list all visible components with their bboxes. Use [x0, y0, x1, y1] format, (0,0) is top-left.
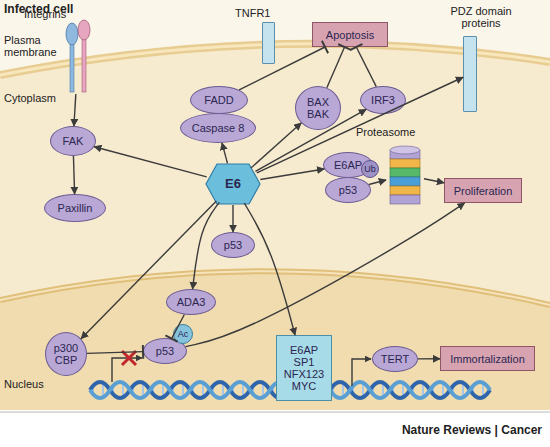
protein-oval: FAK	[50, 126, 96, 156]
node-heading: Proteasome	[356, 126, 428, 138]
membrane-receptor: TNFR1	[262, 22, 275, 64]
region-label: Cytoplasm	[4, 92, 56, 104]
footer-rule	[0, 412, 550, 413]
node-label: E6AP	[290, 344, 318, 356]
activation-arrow	[424, 179, 444, 183]
node-label: FAK	[63, 135, 84, 147]
oncoprotein-hexagon: E6	[205, 163, 261, 205]
integrin-receptor: Integrins	[62, 22, 94, 94]
integrin-head	[66, 23, 78, 45]
protein-oval: ADA3	[166, 289, 216, 315]
activation-arrow	[251, 123, 301, 168]
protein-oval: BAX BAK	[295, 86, 341, 130]
node-label: FADD	[204, 94, 233, 106]
extracellular-space	[0, 0, 550, 410]
proteasome: Proteasome	[386, 146, 424, 204]
proteasome-ring	[390, 168, 420, 177]
connector-group	[73, 47, 464, 359]
proteasome-ring	[390, 186, 420, 195]
node-label: p53	[339, 184, 357, 196]
proteasome-ring	[390, 159, 420, 168]
integrin-stalk	[82, 38, 86, 92]
nuclear-envelope-inner	[0, 271, 550, 305]
activation-arrow	[418, 358, 440, 360]
node-label: Caspase 8	[192, 122, 245, 134]
region-label: Nucleus	[4, 378, 44, 390]
journal-credit: Nature Reviews | Cancer	[402, 423, 542, 437]
activation-arrow	[260, 169, 324, 180]
factor-box: E6APSP1NFX123MYC	[276, 335, 332, 401]
integrin-stalk	[70, 42, 74, 92]
activation-arrow	[74, 94, 76, 126]
node-label: Immortalization	[450, 353, 525, 365]
inhibition-line	[356, 47, 376, 87]
activation-arrow	[222, 143, 227, 163]
activation-arrow	[94, 147, 206, 177]
protein-oval: TERT	[372, 346, 418, 372]
activation-arrow	[73, 156, 74, 194]
protein-oval: Caspase 8	[180, 113, 256, 143]
node-label: SP1	[294, 356, 315, 368]
node-label: NFX123	[284, 368, 324, 380]
integrin-head	[78, 20, 90, 40]
node-heading: Integrins	[24, 8, 74, 20]
proteasome-cap	[390, 146, 420, 154]
protein-oval: IRF3	[360, 86, 406, 114]
outcome-box: Proliferation	[444, 178, 522, 203]
node-label: MYC	[292, 380, 316, 392]
node-heading: PDZ domain proteins	[446, 5, 516, 29]
node-label: BAX BAK	[303, 96, 333, 120]
node-label: p300 CBP	[51, 342, 81, 366]
protein-oval: p300 CBP	[45, 332, 87, 376]
acetyl-tag: Ac	[173, 324, 193, 344]
outcome-box: Apoptosis	[312, 22, 388, 47]
activation-arrow	[244, 203, 295, 335]
activation-arrow	[186, 203, 465, 347]
hexagon-shape	[206, 164, 260, 204]
nucleus-region	[0, 271, 550, 410]
node-label: Proliferation	[454, 185, 513, 197]
node-label: E6	[225, 177, 241, 191]
membrane-protein: PDZ domain proteins	[463, 36, 477, 112]
node-label: p53	[156, 345, 174, 357]
activation-arrow	[232, 205, 233, 232]
node-label: TERT	[381, 353, 410, 365]
region-label: Plasma membrane	[4, 34, 64, 58]
node-label: ADA3	[177, 296, 206, 308]
protein-oval: Paxillin	[44, 194, 106, 222]
node-label: IRF3	[371, 94, 395, 106]
node-label: Ac	[178, 329, 189, 339]
node-label: E6AP	[334, 159, 362, 171]
outcome-box: Immortalization	[440, 346, 535, 371]
node-heading: TNFR1	[235, 7, 279, 19]
node-label: p53	[224, 239, 242, 251]
inhibition-line	[239, 47, 325, 90]
proteasome-ring	[390, 195, 420, 204]
node-label: Paxillin	[58, 202, 93, 214]
repression-cross	[122, 351, 136, 365]
activation-arrow	[369, 180, 386, 185]
promoter-arrow	[352, 359, 371, 386]
protein-oval: p53	[211, 232, 255, 258]
nuclear-envelope	[0, 271, 550, 305]
node-label: Ub	[364, 164, 376, 174]
node-label: Apoptosis	[326, 29, 374, 41]
proteasome-ring	[390, 177, 420, 186]
ubiquitin-tag: Ub	[361, 160, 379, 178]
activation-arrow	[81, 201, 216, 339]
inhibition-line	[327, 47, 345, 88]
protein-oval: FADD	[190, 86, 248, 114]
inhibition-line	[87, 352, 143, 354]
protein-oval: p53	[325, 177, 371, 203]
repression-cross	[122, 351, 136, 365]
